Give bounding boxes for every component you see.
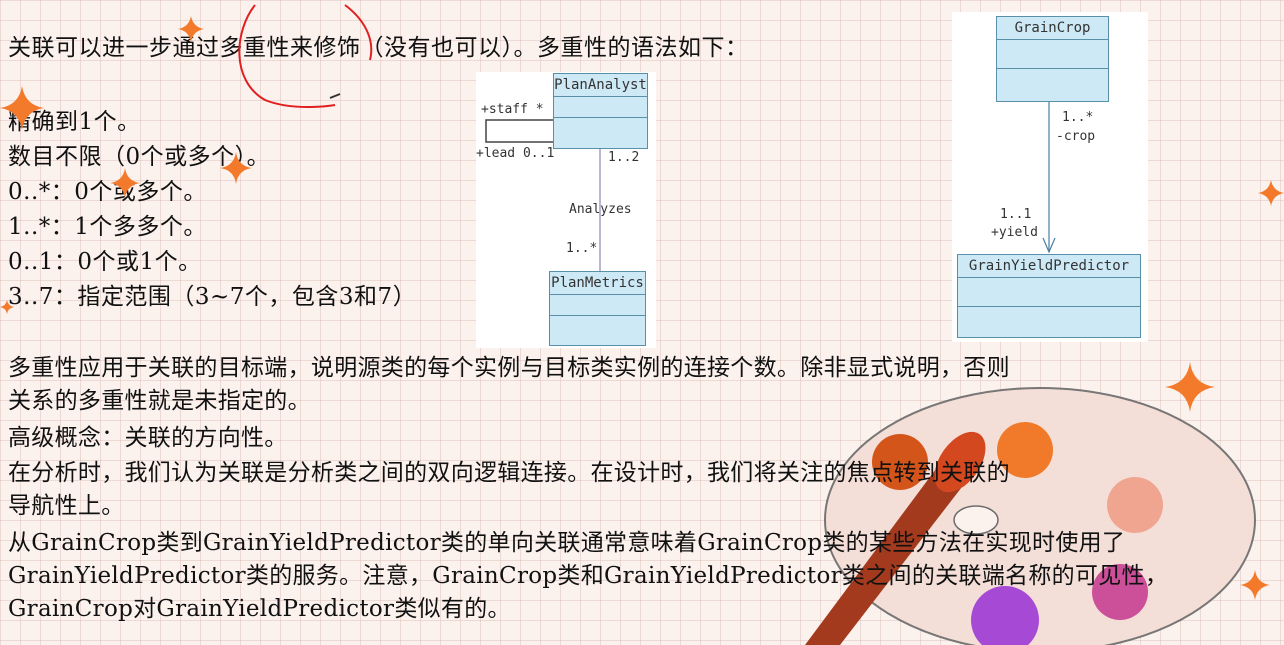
navigation-arrow (1042, 102, 1056, 254)
multiplicity-label: 1..1 (1000, 207, 1032, 222)
association-name: Analyzes (569, 202, 632, 217)
list-item: 3..7：指定范围（3~7个，包含3和7） (8, 284, 417, 310)
role-label: +yield (991, 225, 1038, 240)
annotation-circle (238, 4, 373, 109)
uml-class-grainyieldpredictor: GrainYieldPredictor (957, 254, 1141, 338)
uml-connectors (485, 119, 601, 272)
sparkle-star-icon (220, 152, 252, 184)
list-item: 1..*：1个多多个。 (8, 214, 207, 240)
sparkle-star-icon (1165, 362, 1215, 412)
sparkle-star-icon (1240, 570, 1270, 600)
multiplicity-label: 1..2 (608, 150, 640, 165)
paragraph-multiplicity: 多重性应用于关联的目标端，说明源类的每个实例与目标类实例的连接个数。除非显式说明… (8, 355, 1010, 414)
paragraph-analysis-design: 在分析时，我们认为关联是分析类之间的双向逻辑连接。在设计时，我们将关注的焦点转到… (8, 460, 1010, 519)
role-label: +lead 0..1 (476, 146, 555, 161)
sparkle-star-icon (1258, 180, 1284, 206)
sparkle-star-icon (178, 16, 204, 42)
paragraph-unidirectional: 从GrainCrop类到GrainYieldPredictor类的单向关联通常意… (8, 530, 1169, 622)
sparkle-star-icon (0, 300, 14, 314)
multiplicity-label: 1..* (566, 241, 598, 256)
list-item: 数目不限（0个或多个）。 (8, 144, 271, 170)
paragraph-direction-heading: 高级概念：关联的方向性。 (8, 425, 288, 451)
role-label: -crop (1056, 129, 1096, 144)
role-label: +staff * (481, 102, 544, 117)
sparkle-star-icon (110, 168, 140, 198)
uml-class-graincrop: GrainCrop (996, 16, 1109, 102)
brush-icon (805, 431, 986, 645)
list-item: 0..1：0个或1个。 (8, 249, 202, 275)
list-item: 0..*：0个或多个。 (8, 179, 207, 205)
uml-class-plananalyst: PlanAnalyst (553, 73, 648, 149)
multiplicity-label: 1..* (1062, 110, 1094, 125)
sparkle-star-icon (0, 86, 44, 130)
paint-palette-icon (824, 387, 1256, 645)
uml-class-planmetrics: PlanMetrics (549, 271, 646, 346)
intro-text: 关联可以进一步通过多重性来修饰（没有也可以）。多重性的语法如下： (8, 35, 749, 61)
